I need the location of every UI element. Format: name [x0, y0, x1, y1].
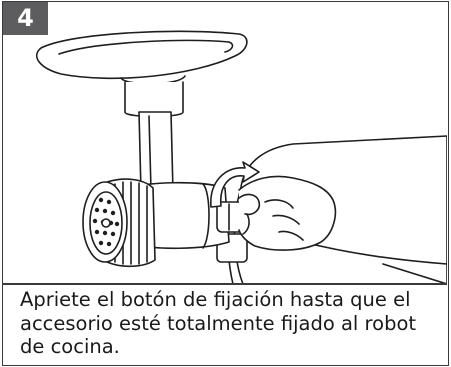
rotation-arrow-icon — [210, 161, 260, 208]
step-number-badge: 4 — [3, 2, 48, 35]
caption-divider — [3, 283, 447, 285]
hopper-tray — [36, 30, 248, 85]
hand-icon — [238, 175, 337, 251]
feed-tube — [124, 81, 184, 193]
instruction-caption: Apriete el botón de fijación hasta que e… — [20, 288, 417, 358]
meat-grinder-illustration — [36, 30, 447, 284]
grinding-plate — [82, 181, 128, 263]
